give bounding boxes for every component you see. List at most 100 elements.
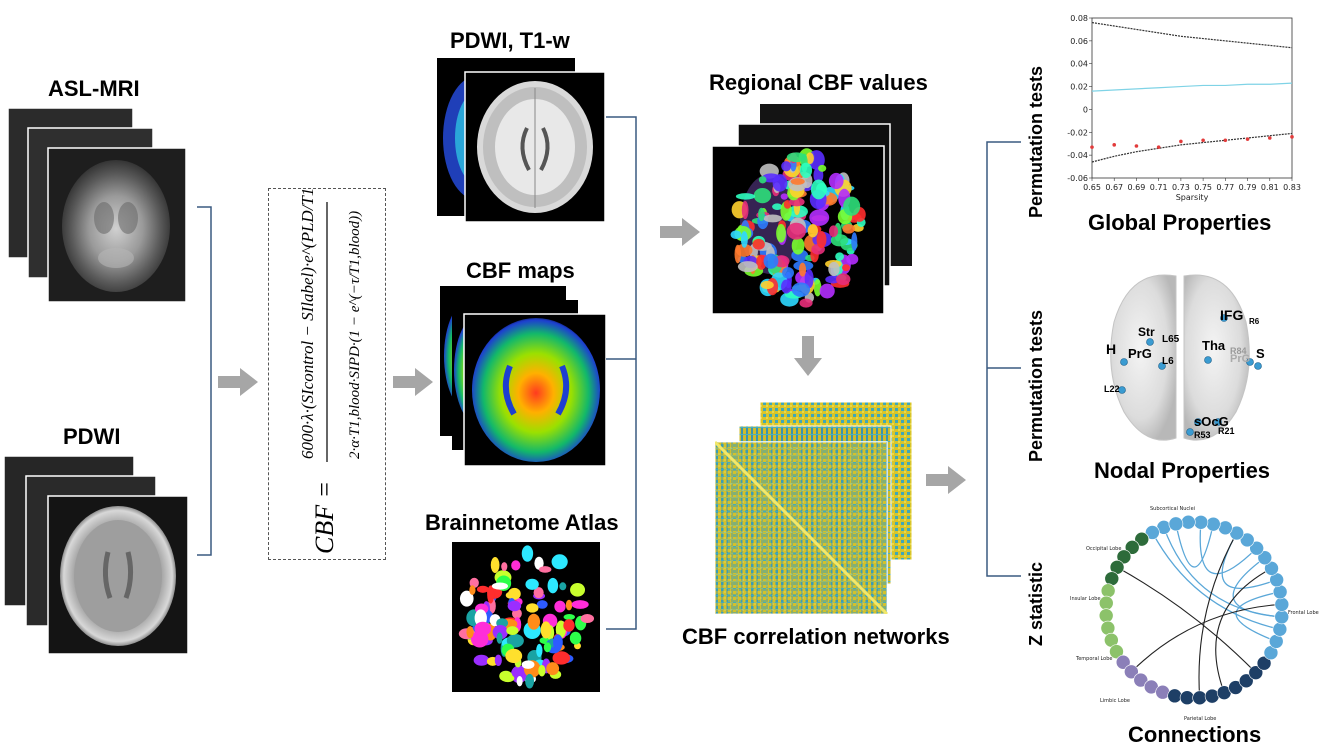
- atlas-region: [490, 556, 500, 573]
- regional-parcel: [818, 164, 827, 172]
- pdwi-stack: [4, 456, 190, 656]
- region-node: [1193, 514, 1209, 530]
- atlas-region: [546, 662, 560, 676]
- y-tick-label: 0: [1083, 105, 1088, 114]
- atlas-region: [506, 634, 524, 648]
- series-line: [1091, 132, 1293, 163]
- node-label-str: Str: [1138, 325, 1155, 339]
- global-properties-title: Global Properties: [1088, 210, 1272, 235]
- asl-mri-title: ASL-MRI: [48, 76, 140, 101]
- region-node: [1272, 622, 1288, 637]
- pdwi-t1w-title: PDWI, T1-w: [450, 28, 570, 53]
- node-label-r53: R53: [1194, 430, 1211, 440]
- region-node: [1145, 525, 1160, 540]
- regional-parcel: [760, 280, 774, 290]
- regional-parcel: [782, 267, 795, 279]
- atlas-region: [547, 577, 559, 594]
- atlas-region: [580, 614, 595, 624]
- atlas-region: [491, 582, 508, 590]
- region-node: [1264, 561, 1279, 576]
- x-tick-label: 0.65: [1083, 183, 1101, 192]
- atlas-region: [492, 625, 508, 640]
- regional-parcel: [772, 203, 783, 210]
- atlas-region: [501, 674, 515, 683]
- atlas-region: [494, 654, 502, 667]
- node-label-prg: PrG: [1128, 346, 1152, 361]
- atlas-region: [565, 599, 573, 611]
- regional-parcel: [791, 236, 805, 255]
- y-tick-label: 0.02: [1070, 83, 1088, 92]
- regional-parcel: [756, 254, 767, 270]
- regional-parcel: [776, 223, 786, 243]
- series-point: [1223, 138, 1228, 143]
- formula-lhs: CBF =: [310, 481, 339, 554]
- region-node: [1257, 550, 1273, 566]
- node-label-socg: sOcG: [1194, 414, 1229, 429]
- regional-parcel: [786, 222, 806, 240]
- atlas-region: [525, 578, 539, 590]
- asl-mri-stack: [8, 108, 188, 304]
- brain-node: [1246, 358, 1254, 366]
- arrow-to-networks: [794, 336, 822, 376]
- region-node: [1124, 540, 1140, 555]
- atlas-region: [506, 626, 519, 636]
- lobe-label-occipital: Occipital Lobe: [1086, 546, 1121, 552]
- atlas-region: [521, 660, 535, 669]
- atlas-region: [496, 632, 503, 644]
- series-point: [1245, 137, 1250, 141]
- series-line: [1091, 21, 1293, 49]
- pdwi-t1w-stack: [437, 58, 607, 223]
- atlas-region: [569, 631, 582, 645]
- regional-parcel: [804, 269, 814, 289]
- lobe-label-temporal: Temporal Lobe: [1075, 656, 1113, 662]
- connection-edge: [1130, 603, 1282, 673]
- regional-parcel: [730, 230, 742, 239]
- regional-parcel: [842, 264, 850, 272]
- region-node: [1179, 690, 1195, 706]
- y-tick-label: -0.06: [1067, 174, 1088, 183]
- atlas-region: [507, 600, 522, 612]
- bracket-analysis: [986, 141, 1021, 577]
- region-node: [1204, 688, 1220, 704]
- permutation-tests-label-2: Permutation tests: [1026, 309, 1046, 462]
- regional-parcel: [805, 152, 814, 165]
- regional-parcel: [780, 193, 788, 200]
- regional-parcel: [781, 161, 792, 172]
- cbf-formula: CBF = 6000·λ·(SIcontrol − SIlabel)·e^(PL…: [298, 189, 363, 554]
- atlas-region: [505, 591, 520, 600]
- series-point: [1290, 135, 1294, 139]
- bracket-inputs: [197, 206, 212, 556]
- region-node: [1167, 688, 1182, 704]
- atlas-region: [563, 614, 576, 621]
- cbf-formula-box: CBF = 6000·λ·(SIcontrol − SIlabel)·e^(PL…: [268, 188, 386, 560]
- region-node: [1249, 540, 1264, 556]
- node-label-l6: L6: [1162, 356, 1174, 367]
- node-label-r84: R84: [1230, 346, 1247, 356]
- regional-parcel: [753, 188, 772, 204]
- region-node: [1116, 549, 1132, 565]
- y-tick-label: -0.02: [1067, 128, 1088, 137]
- cbf-maps-stack: [440, 286, 610, 468]
- brain-node: [1146, 338, 1154, 346]
- z-statistic-label: Z statistic: [1026, 561, 1046, 646]
- region-node: [1206, 516, 1221, 532]
- connection-edge: [1215, 567, 1272, 693]
- regional-parcel: [816, 230, 827, 249]
- atlas-region: [459, 590, 474, 607]
- brainnetome-atlas-image: [452, 542, 600, 692]
- brain-node: [1118, 386, 1126, 394]
- nodal-brain-image: IFG R6 Str L65 H PrG L6 Tha R84 S L22 sO…: [1090, 262, 1270, 452]
- regional-parcel: [842, 223, 855, 234]
- node-label-r6: R6: [1249, 317, 1260, 326]
- atlas-region: [474, 621, 492, 636]
- atlas-region: [552, 651, 571, 665]
- y-tick-label: 0.04: [1070, 60, 1088, 69]
- atlas-region: [551, 554, 568, 570]
- atlas-region: [538, 664, 546, 677]
- atlas-region: [538, 566, 552, 573]
- regional-parcel: [763, 253, 779, 269]
- regional-parcel: [810, 179, 827, 200]
- node-label-l22: L22: [1104, 384, 1120, 394]
- atlas-region: [466, 626, 474, 639]
- arrow-to-regional: [660, 218, 700, 246]
